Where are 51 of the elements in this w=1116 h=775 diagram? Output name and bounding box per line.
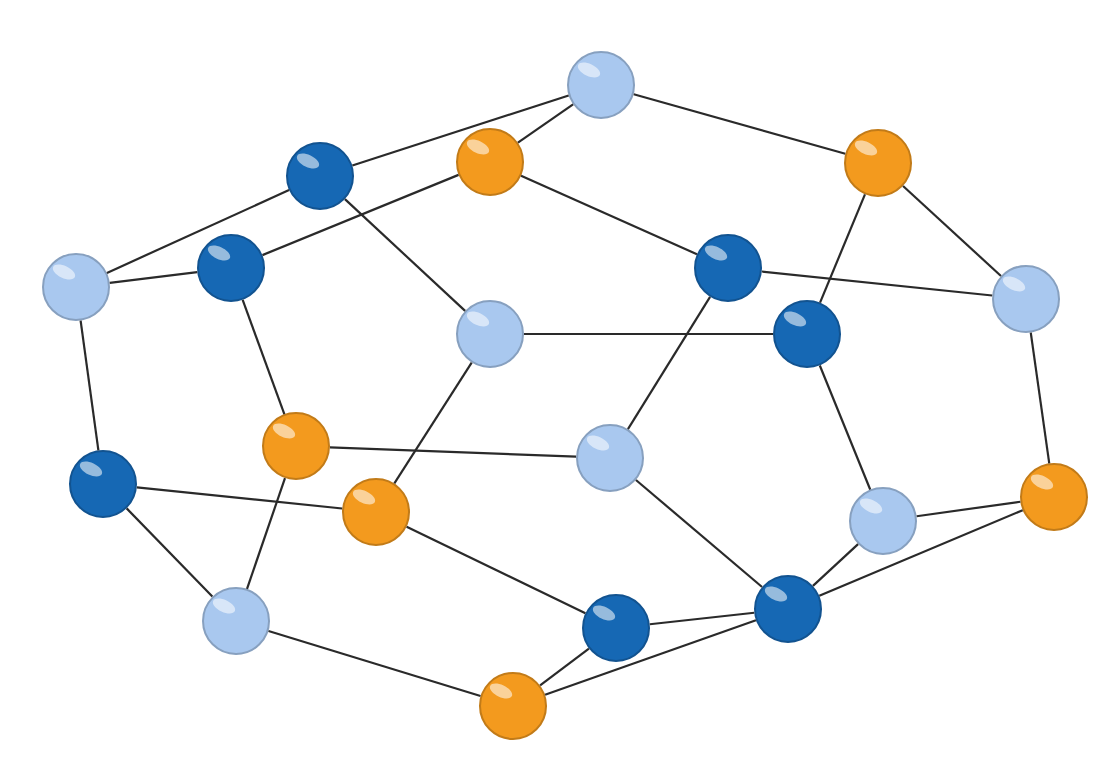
sphere [754,575,822,643]
sphere [694,234,762,302]
connector-line [1029,332,1051,464]
connector-line [352,94,569,167]
connector-line [902,185,1002,277]
connector-line [241,299,286,415]
connector-line [649,611,755,626]
sphere [42,253,110,321]
connector-line [812,543,859,587]
connector-line [818,509,1024,597]
connector-line [539,647,590,687]
connector-line [393,362,473,484]
sphere [342,478,410,546]
sphere [197,234,265,302]
sphere [576,424,644,492]
sphere [262,412,330,480]
sphere [849,487,917,555]
connector-line [246,477,287,590]
connector-line [517,103,574,144]
connector-line [79,320,100,451]
sphere [69,450,137,518]
sphere [844,129,912,197]
sphere [456,128,524,196]
connector-line [627,296,711,430]
connector-line [633,93,846,155]
connector-line [819,193,866,303]
sphere [286,142,354,210]
connector-line [544,619,757,696]
connector-line [109,271,198,284]
sphere [773,300,841,368]
connector-line [268,629,481,698]
connector-line [635,479,763,588]
sphere [202,587,270,655]
sphere [479,672,547,740]
sphere [456,300,524,368]
sphere [582,594,650,662]
connector-line [818,365,872,490]
connector-line [136,486,343,510]
connector-line [262,173,459,257]
connector-line [761,270,993,297]
connector-line [524,332,773,336]
connector-line [520,174,698,256]
sphere [567,51,635,119]
connector-line [125,507,214,598]
connector-line [916,500,1021,518]
sphere [992,265,1060,333]
connector-line [329,446,577,458]
connector-line [406,525,586,615]
connector-line [344,198,466,312]
sphere [1020,463,1088,531]
connector-line [106,189,290,274]
